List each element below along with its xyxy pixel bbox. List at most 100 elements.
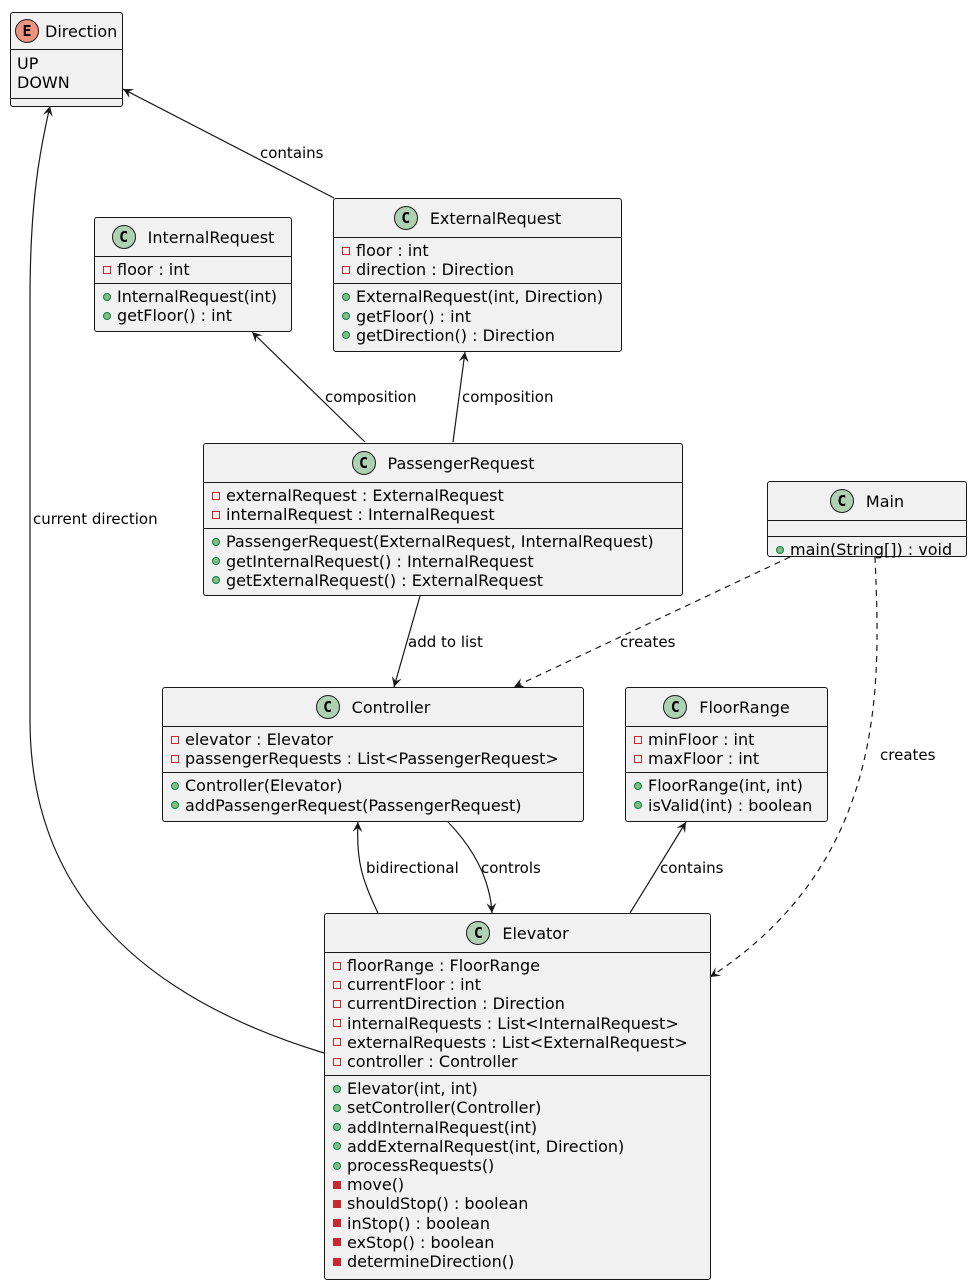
field-row: controller : Controller — [333, 1052, 702, 1071]
field-text: externalRequest : ExternalRequest — [226, 486, 504, 505]
method-text: setController(Controller) — [347, 1098, 542, 1118]
public-method-icon — [333, 1161, 341, 1170]
field-row: minFloor : int — [634, 730, 819, 749]
label-pass-add-to-list: add to list — [408, 633, 483, 651]
method-text: getDirection() : Direction — [356, 325, 555, 345]
field-row: internalRequests : List<InternalRequest> — [333, 1014, 702, 1033]
label-pass-composition-external: composition — [462, 388, 554, 406]
fields-section: floor : int direction : Direction — [334, 238, 621, 285]
edge-main-creates-controller — [513, 556, 791, 688]
private-method-icon — [333, 1200, 341, 1209]
method-row: inStop() : boolean — [333, 1214, 702, 1233]
field-text: controller : Controller — [347, 1052, 518, 1072]
private-field-icon — [333, 1038, 341, 1047]
passenger-request-class-box[interactable]: C PassengerRequest externalRequest : Ext… — [203, 443, 683, 596]
field-text: internalRequest : InternalRequest — [226, 505, 495, 525]
field-text: direction : Direction — [356, 260, 514, 280]
public-method-icon — [333, 1142, 341, 1151]
class-stereotype-icon: C — [351, 451, 376, 475]
field-row: floorRange : FloorRange — [333, 956, 702, 975]
method-text: determineDirection() — [347, 1252, 515, 1272]
public-method-icon — [634, 801, 642, 810]
internal-request-header: C InternalRequest — [95, 218, 291, 257]
passenger-request-header: C PassengerRequest — [204, 444, 682, 483]
method-row: addInternalRequest(int) — [333, 1118, 702, 1137]
fields-section: floorRange : FloorRange currentFloor : i… — [325, 953, 710, 1077]
fields-section: floor : int — [95, 257, 291, 285]
edge-main-creates-elevator — [709, 556, 878, 978]
class-name: Direction — [45, 21, 118, 41]
method-row: ExternalRequest(int, Direction) — [342, 287, 613, 306]
method-row: getInternalRequest() : InternalRequest — [212, 552, 674, 571]
public-method-icon — [103, 312, 111, 320]
edge-controller-controls-elevator — [447, 821, 497, 914]
controller-class-box[interactable]: C Controller elevator : Elevator passeng… — [162, 687, 584, 822]
external-request-header: C ExternalRequest — [334, 199, 621, 238]
field-text: floor : int — [356, 241, 429, 260]
direction-header: E Direction — [11, 13, 122, 50]
class-name: Main — [865, 491, 905, 511]
private-field-icon — [212, 510, 220, 519]
private-field-icon — [342, 246, 350, 255]
private-field-icon — [103, 265, 111, 274]
methods-section: FloorRange(int, int) isValid(int) : bool… — [626, 773, 827, 818]
method-text: getFloor() : int — [356, 306, 471, 326]
method-text: Elevator(int, int) — [347, 1079, 478, 1099]
field-text: floor : int — [117, 260, 190, 279]
methods-section: InternalRequest(int) getFloor() : int — [95, 284, 291, 329]
external-request-class-box[interactable]: C ExternalRequest floor : int direction … — [333, 198, 622, 352]
elevator-class-box[interactable]: C Elevator floorRange : FloorRange curre… — [324, 913, 711, 1280]
main-class-box[interactable]: C Main main(String[]) : void — [767, 481, 967, 559]
method-row: PassengerRequest(ExternalRequest, Intern… — [212, 532, 674, 551]
methods-section: PassengerRequest(ExternalRequest, Intern… — [204, 529, 682, 594]
class-name: ExternalRequest — [429, 208, 562, 228]
method-text: PassengerRequest(ExternalRequest, Intern… — [226, 532, 654, 552]
method-row: setController(Controller) — [333, 1098, 702, 1117]
method-text: shouldStop() : boolean — [347, 1194, 529, 1214]
method-row: move() — [333, 1175, 702, 1194]
public-method-icon — [333, 1123, 341, 1132]
fields-section-empty — [768, 521, 966, 537]
label-pass-composition-internal: composition — [325, 388, 417, 406]
method-text: getInternalRequest() : InternalRequest — [226, 551, 534, 571]
label-elevator-contains-floorrange: contains — [660, 859, 724, 877]
internal-request-class-box[interactable]: C InternalRequest floor : int InternalRe… — [94, 217, 292, 332]
floor-range-class-box[interactable]: C FloorRange minFloor : int maxFloor : i… — [625, 687, 828, 822]
private-field-icon — [342, 265, 350, 274]
class-stereotype-icon: C — [466, 921, 491, 945]
public-method-icon — [333, 1084, 341, 1093]
private-field-icon — [212, 491, 220, 500]
method-text: addExternalRequest(int, Direction) — [347, 1136, 625, 1156]
enum-stereotype-icon: E — [15, 19, 39, 43]
private-method-icon — [333, 1238, 341, 1247]
class-name: Elevator — [502, 923, 569, 943]
field-text: maxFloor : int — [648, 749, 760, 769]
field-row: passengerRequests : List<PassengerReques… — [171, 749, 575, 768]
enum-constant: DOWN — [17, 73, 70, 93]
private-field-icon — [171, 735, 179, 744]
methods-section: Controller(Elevator) addPassengerRequest… — [163, 773, 583, 818]
class-stereotype-icon: C — [111, 225, 136, 249]
public-method-icon — [342, 331, 350, 340]
floor-range-header: C FloorRange — [626, 688, 827, 727]
label-main-creates-elevator: creates — [880, 746, 936, 764]
method-row: InternalRequest(int) — [103, 287, 283, 306]
method-text: move() — [347, 1175, 405, 1195]
methods-section: Elevator(int, int) setController(Control… — [325, 1076, 710, 1275]
public-method-icon — [634, 782, 642, 790]
edge-ext-contains-direction — [122, 88, 335, 199]
method-row: isValid(int) : boolean — [634, 796, 819, 815]
direction-enum-box[interactable]: E Direction UP DOWN — [10, 12, 123, 107]
field-text: externalRequests : List<ExternalRequest> — [347, 1032, 688, 1052]
label-controller-controls: controls — [481, 859, 541, 877]
label-main-creates-controller: creates — [620, 633, 676, 651]
public-method-icon — [342, 293, 350, 301]
private-field-icon — [634, 735, 642, 744]
field-row: currentDirection : Direction — [333, 994, 702, 1013]
private-method-icon — [333, 1180, 341, 1189]
public-method-icon — [212, 557, 220, 566]
enum-empty-section — [11, 99, 122, 114]
method-text: InternalRequest(int) — [117, 287, 277, 307]
private-method-icon — [333, 1219, 341, 1228]
